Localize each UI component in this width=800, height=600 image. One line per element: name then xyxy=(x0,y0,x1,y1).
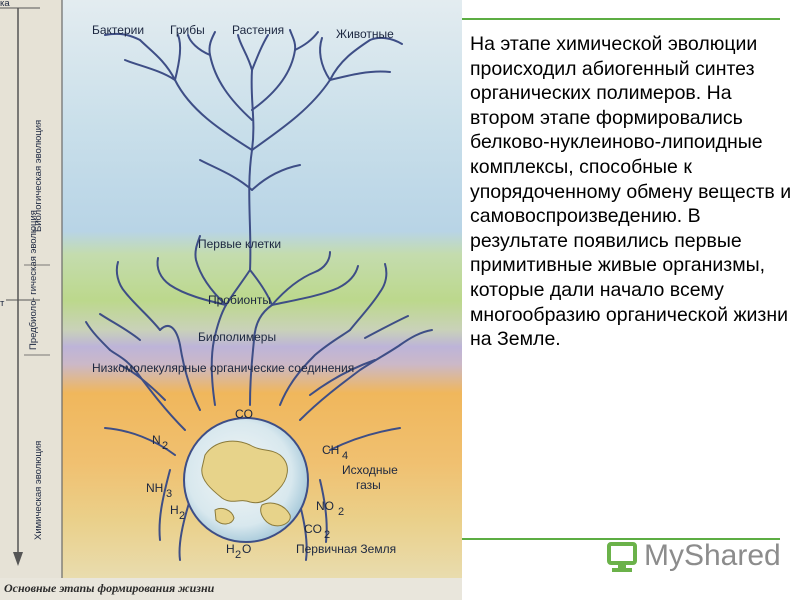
svg-text:2: 2 xyxy=(324,529,330,541)
svg-text:H: H xyxy=(226,542,235,556)
side-label-biological: Биологическая эволюция xyxy=(33,120,44,232)
gas-n2: N 2 xyxy=(152,433,168,452)
primary-earth-globe xyxy=(183,417,309,543)
gas-co2: CO 2 xyxy=(304,522,330,541)
gas-h2: H 2 xyxy=(170,503,185,522)
svg-text:2: 2 xyxy=(338,506,344,518)
label-primary-earth: Первичная Земля xyxy=(296,542,396,556)
corner-label-top: ка xyxy=(0,0,10,9)
gas-no2: NO 2 xyxy=(316,499,344,518)
label-biopolymers: Биополимеры xyxy=(198,330,276,344)
top-rule xyxy=(462,18,780,20)
svg-text:3: 3 xyxy=(166,488,172,500)
svg-text:O: O xyxy=(242,542,251,556)
side-label-prebiological: Предбиоло- гическая эволюция xyxy=(28,210,39,350)
logo-monitor-icon xyxy=(607,542,637,572)
svg-text:H: H xyxy=(170,503,179,517)
bottom-rule xyxy=(462,538,780,540)
label-bacteria: Бактерии xyxy=(92,23,144,37)
corner-label-mid: т xyxy=(0,298,5,309)
svg-text:2: 2 xyxy=(162,440,168,452)
gas-nh3: NH 3 xyxy=(146,481,172,500)
svg-text:NH: NH xyxy=(146,481,163,495)
logo-text: MyShared xyxy=(644,539,781,572)
label-fungi: Грибы xyxy=(170,23,205,37)
label-first-cells: Первые клетки xyxy=(198,237,281,251)
gas-co: CO xyxy=(235,407,253,421)
label-low-molecular: Низкомолекулярные органические соединени… xyxy=(92,361,354,375)
evolution-diagram-svg: ка т Биологическая эволюция Предбиоло- г… xyxy=(0,0,462,600)
evolution-diagram: ка т Биологическая эволюция Предбиоло- г… xyxy=(0,0,462,600)
gas-h2o: H 2 O xyxy=(226,542,251,561)
tree-of-life xyxy=(85,29,433,561)
label-plants: Растения xyxy=(232,23,284,37)
figure-caption: Основные этапы формирования жизни xyxy=(4,581,215,595)
label-initial-gases-2: газы xyxy=(356,478,381,492)
description-paragraph: На этапе химической эволюции происходил … xyxy=(470,33,792,351)
myshared-logo: MyShared xyxy=(606,536,786,576)
label-probionts: Пробионты xyxy=(208,293,271,307)
text-panel: На этапе химической эволюции происходил … xyxy=(470,32,792,352)
label-initial-gases-1: Исходные xyxy=(342,463,398,477)
svg-text:CO: CO xyxy=(304,522,322,536)
side-label-chemical: Химическая эволюция xyxy=(33,441,44,540)
svg-text:NO: NO xyxy=(316,499,334,513)
time-axis-arrow xyxy=(13,552,23,566)
svg-text:CH: CH xyxy=(322,443,339,457)
side-margin xyxy=(0,0,62,578)
svg-text:2: 2 xyxy=(235,549,241,561)
gas-ch4: CH 4 xyxy=(322,443,348,462)
svg-text:N: N xyxy=(152,433,161,447)
label-animals: Животные xyxy=(336,27,394,41)
svg-text:4: 4 xyxy=(342,450,348,462)
caption-strip xyxy=(0,578,462,600)
svg-text:2: 2 xyxy=(179,510,185,522)
